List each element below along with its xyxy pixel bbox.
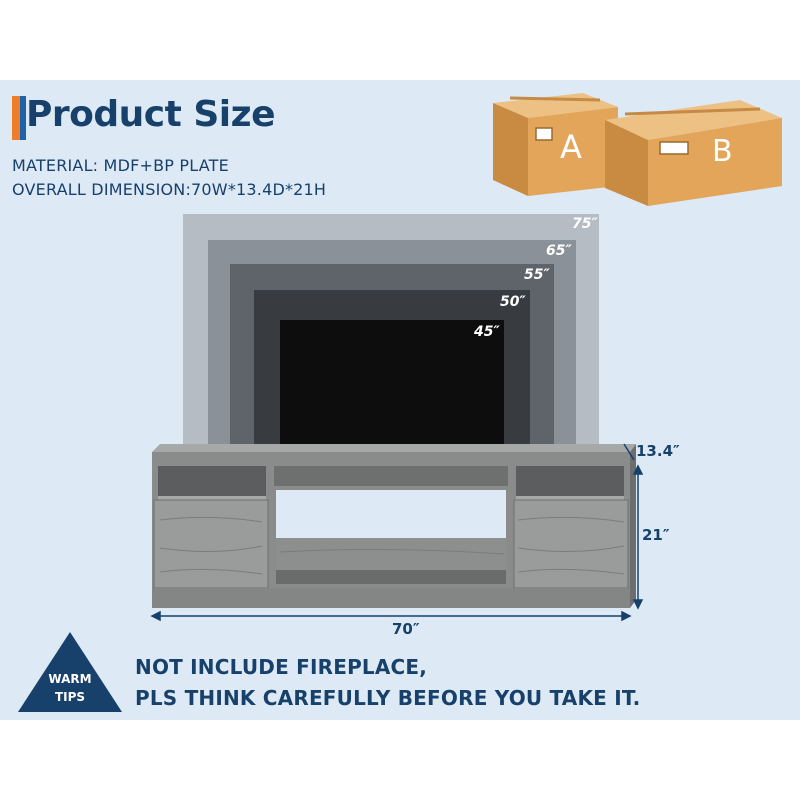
page-title: Product Size — [26, 94, 276, 135]
tv-size-label-55: 55″ — [524, 267, 550, 283]
tv-size-45 — [280, 320, 504, 444]
depth-label: 13.4″ — [636, 442, 680, 460]
dimension-lines — [150, 443, 644, 622]
warm-tips-badge — [18, 632, 122, 712]
box-b-label: B — [712, 134, 733, 169]
width-label: 70″ — [392, 620, 420, 638]
tv-size-label-45: 45″ — [474, 324, 500, 340]
title-accent-orange — [12, 96, 20, 140]
box-a-label: A — [560, 128, 582, 166]
warm-tips-line1: WARM — [48, 672, 92, 686]
tv-stand — [152, 444, 636, 608]
tip-line-2: PLS THINK CAREFULLY BEFORE YOU TAKE IT. — [135, 686, 641, 710]
height-label: 21″ — [642, 526, 670, 544]
dimension-text: OVERALL DIMENSION:70W*13.4D*21H — [12, 180, 327, 199]
title-accent-blue — [20, 96, 26, 140]
material-text: MATERIAL: MDF+BP PLATE — [12, 156, 229, 175]
tv-size-label-75: 75″ — [572, 216, 598, 232]
tv-size-label-50: 50″ — [500, 294, 526, 310]
shipping-box-a-icon — [493, 93, 618, 196]
tv-size-label-65: 65″ — [546, 243, 572, 259]
shipping-box-b-icon — [605, 100, 782, 206]
warm-tips-line2: TIPS — [54, 690, 86, 704]
tip-line-1: NOT INCLUDE FIREPLACE, — [135, 655, 428, 679]
